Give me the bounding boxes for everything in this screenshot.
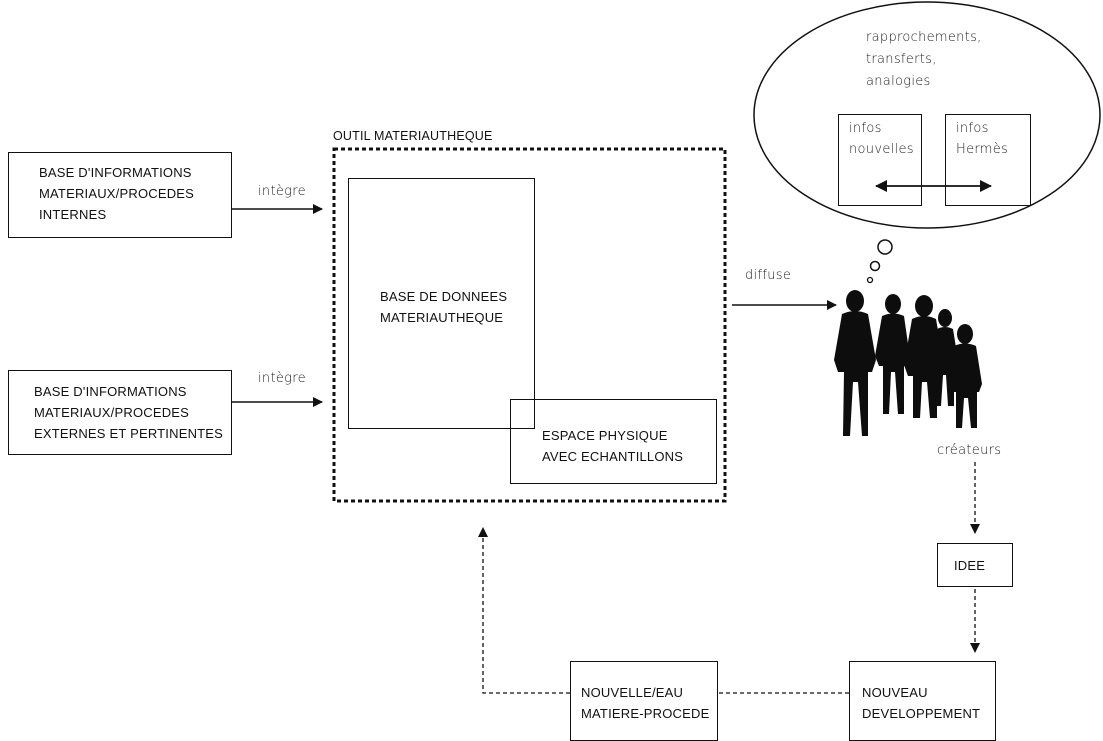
diffuse-label: diffuse [745,268,792,283]
infos-hermes-line-2: Hermès [956,142,1009,157]
createurs-label: créateurs [937,443,1002,458]
nouvelle-matiere-box: NOUVELLE/EAU MATIERE-PROCEDE [570,661,718,741]
tool-title: OUTIL MATERIAUTHEQUE [333,129,493,143]
physical-space-line-1: ESPACE PHYSIQUE [542,428,668,443]
thought-dot-small [866,276,874,284]
thought-line-1: rapprochements, [866,30,982,45]
infos-hermes-box: infos Hermès [945,114,1031,206]
thought-line-3: analogies [866,74,931,89]
external-base-line-2: MATERIAUX/PROCEDES [34,405,190,420]
idee-label: IDEE [954,558,986,573]
integre-label-bottom: intègre [258,371,306,386]
infos-nouvelles-box: infos nouvelles [838,114,922,206]
people-silhouette-icon [834,290,982,436]
thought-bubble [753,1,1101,229]
external-base-line-1: BASE D'INFORMATIONS [34,384,187,399]
nouveau-line-2: DEVELOPPEMENT [862,706,981,721]
infos-hermes-line-1: infos [956,121,989,136]
nouvelle-line-1: NOUVELLE/EAU [581,685,684,700]
nouvelle-line-2: MATIERE-PROCEDE [581,706,710,721]
external-base-box: BASE D'INFORMATIONS MATERIAUX/PROCEDES E… [8,370,232,455]
nouvelle-to-tool-arrow [478,527,570,694]
database-box: BASE DE DONNEES MATERIAUTHEQUE [348,178,535,429]
nouveau-line-1: NOUVEAU [862,685,928,700]
tool-dotted-frame [332,147,727,503]
database-line-1: BASE DE DONNEES [380,289,508,304]
thought-line-2: transferts, [866,52,937,67]
internal-base-line-1: BASE D'INFORMATIONS [39,165,192,180]
nouveau-developpement-box: NOUVEAU DEVELOPPEMENT [849,661,996,741]
external-base-line-3: EXTERNES ET PERTINENTES [34,426,224,441]
internal-base-box: BASE D'INFORMATIONS MATERIAUX/PROCEDES I… [8,152,232,238]
physical-space-line-2: AVEC ECHANTILLONS [542,449,684,464]
integre-label-top: intègre [258,184,306,199]
infos-nouvelles-line-1: infos [849,121,882,136]
thought-dot-large [877,239,893,255]
database-line-2: MATERIAUTHEQUE [380,310,504,325]
infos-nouvelles-line-2: nouvelles [849,142,914,157]
thought-dot-medium [869,260,881,272]
internal-base-line-2: MATERIAUX/PROCEDES [39,186,195,201]
idee-box: IDEE [937,543,1013,587]
physical-space-box: ESPACE PHYSIQUE AVEC ECHANTILLONS [510,399,717,484]
internal-base-line-3: INTERNES [39,207,107,222]
